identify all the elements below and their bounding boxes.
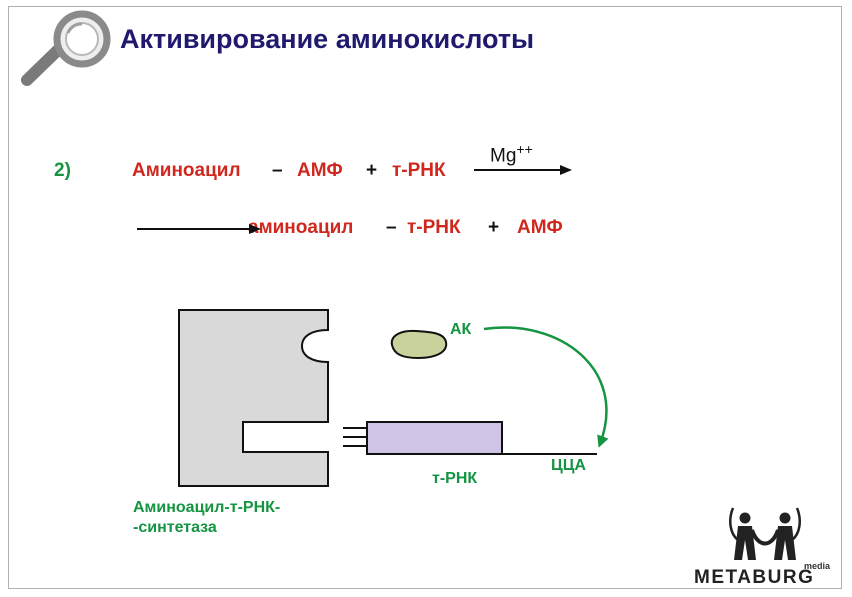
product-aminoacyl: аминоацил <box>248 217 354 238</box>
enzyme-label-line1: Аминоацил-т-РНК- <box>133 499 281 516</box>
reactant-amp: АМФ <box>297 160 343 181</box>
slide-frame <box>8 6 842 589</box>
amino-acid-label: АК <box>450 321 472 338</box>
bond-dash: – <box>272 160 283 181</box>
enzyme-shape <box>178 309 329 487</box>
cca-label: ЦЦА <box>551 457 586 474</box>
logo-text: METABURG <box>694 567 815 588</box>
reactant-trna: т-РНК <box>392 160 446 181</box>
plus-sign: + <box>488 217 500 238</box>
enzyme-label-line2: -синтетаза <box>133 519 217 536</box>
bond-dash: – <box>386 217 397 238</box>
plus-sign: + <box>366 160 378 181</box>
transfer-arrow <box>483 326 609 448</box>
catalyst-label: Mg++ <box>490 141 533 167</box>
trna-shape <box>366 421 503 455</box>
page-title: Активирование аминокислоты <box>120 24 535 54</box>
product-trna: т-РНК <box>407 217 461 238</box>
trna-label: т-РНК <box>432 470 478 487</box>
reactant-aminoacyl: Аминоацил <box>132 160 241 181</box>
product-amp: АМФ <box>517 217 563 238</box>
step-number: 2) <box>54 160 71 181</box>
amino-acid-shape <box>390 329 448 360</box>
logo-sub-text: media <box>804 561 831 571</box>
